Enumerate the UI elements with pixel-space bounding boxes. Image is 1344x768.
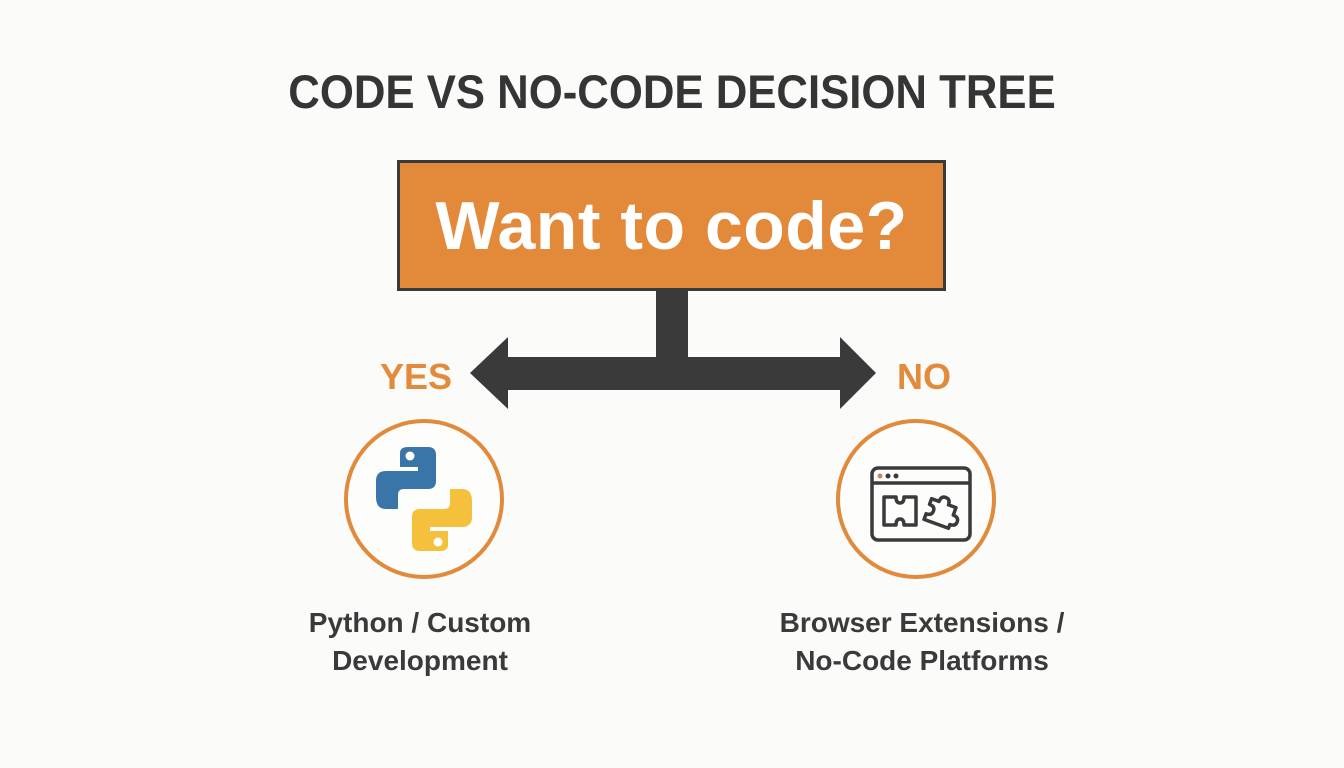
yes-outcome-line1: Python / Custom (308, 607, 532, 638)
browser-puzzle-extension-icon (870, 466, 972, 542)
question-text: Want to code? (435, 187, 908, 264)
yes-outcome-label: Python / Custom Development (270, 604, 570, 680)
yes-label: YES (380, 356, 453, 397)
no-option-circle (836, 419, 996, 579)
yes-outcome-line2: Development (332, 645, 508, 676)
question-box: Want to code? (397, 160, 946, 291)
yes-option-circle (344, 419, 504, 579)
stem-connector (656, 288, 688, 360)
no-outcome-label: Browser Extensions / No-Code Platforms (752, 604, 1092, 680)
diagram-title: CODE VS NO-CODE DECISION TREE (288, 65, 1056, 118)
no-label: NO (897, 356, 951, 397)
no-outcome-line2: No-Code Platforms (795, 645, 1049, 676)
double-headed-arrow (470, 337, 876, 409)
python-logo-icon (376, 447, 472, 551)
no-outcome-line1: Browser Extensions / (779, 607, 1065, 638)
